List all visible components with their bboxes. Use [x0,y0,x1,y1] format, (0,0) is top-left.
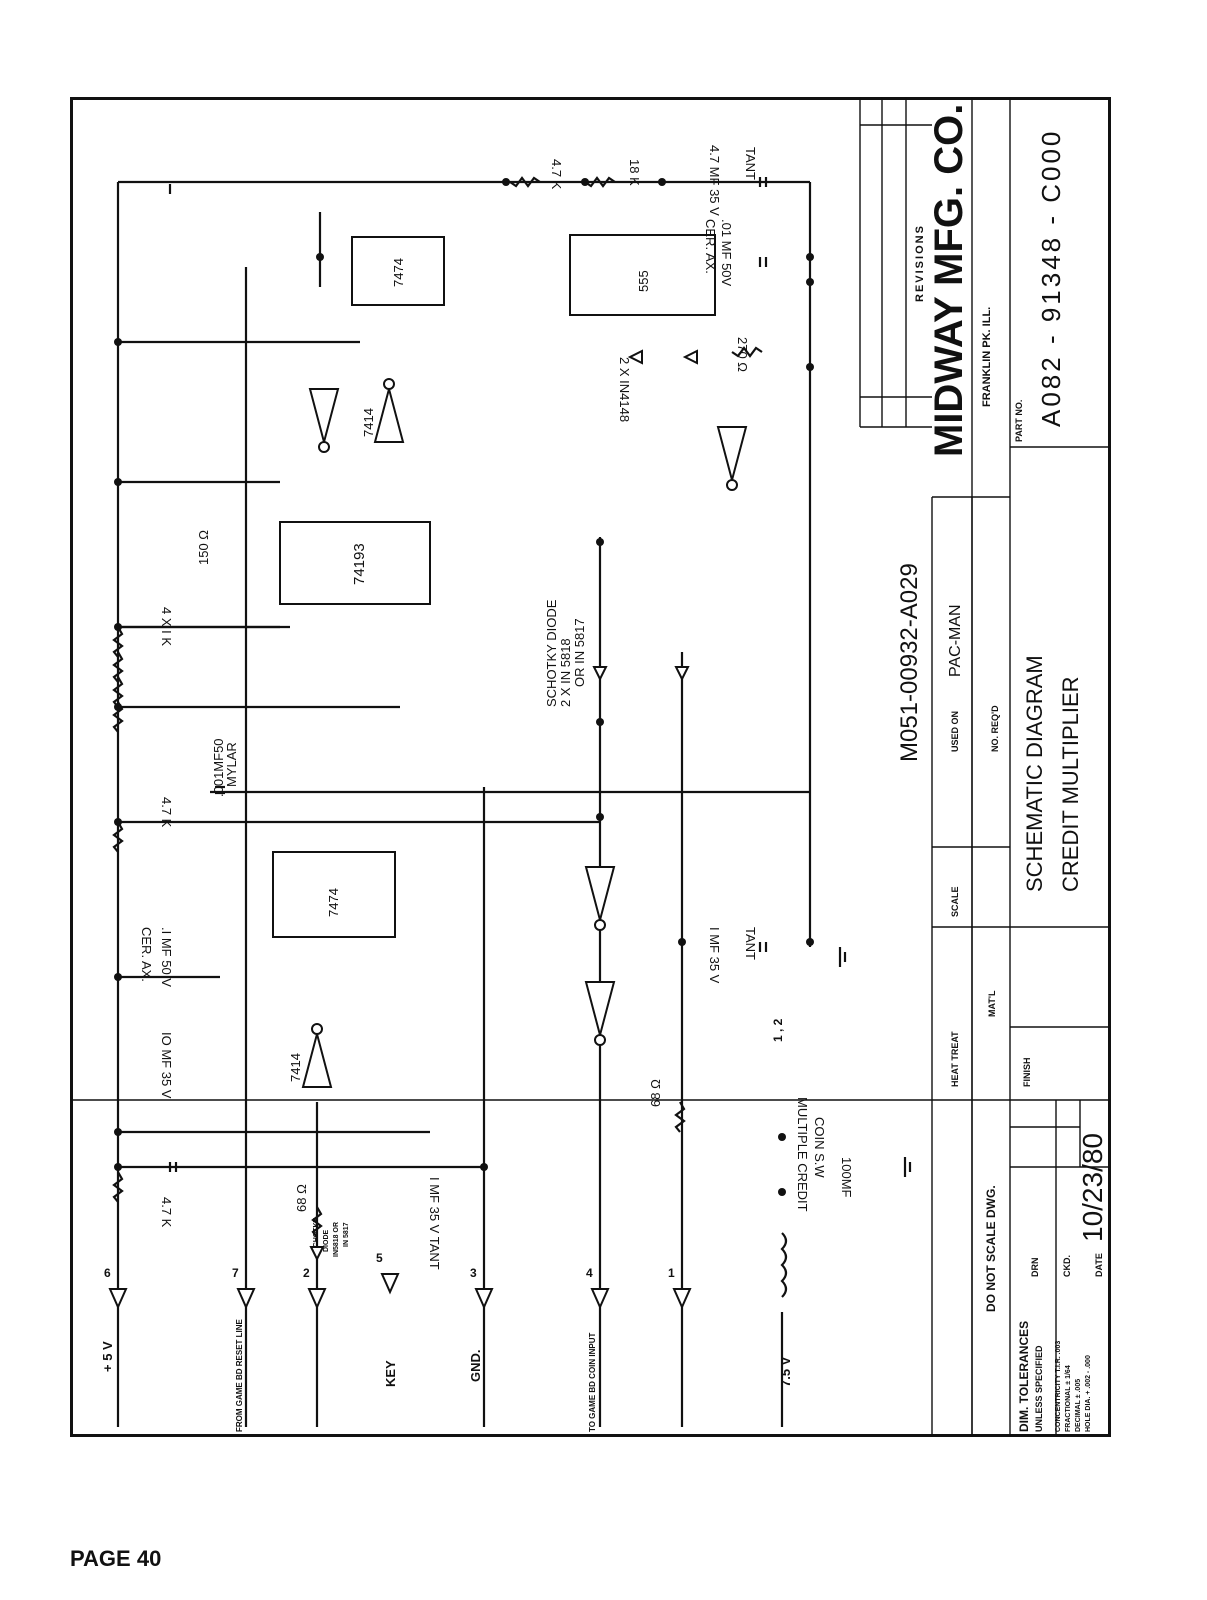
connector-label-reset: FROM GAME BD RESET LINE [235,1318,244,1432]
junction-dots [114,178,814,1196]
used-on-value: PAC-MAN [947,604,964,677]
svg-text:OR IN 5817: OR IN 5817 [572,618,587,687]
title-line-1: SCHEMATIC DIAGRAM [1022,655,1047,892]
svg-text:1 , 2: 1 , 2 [771,1018,785,1042]
svg-text:MYLAR: MYLAR [224,742,239,787]
svg-text:2 X IN4148: 2 X IN4148 [617,357,632,422]
tolerance-line-4: HOLE DIA. + .002 - .000 [1085,1355,1092,1432]
do-not-scale-label: DO NOT SCALE DWG. [984,1185,998,1312]
company-name: MIDWAY MFG. CO. [927,104,971,457]
finish-label: FINISH [1022,1057,1032,1087]
svg-text:68 Ω: 68 Ω [294,1184,309,1212]
connector-label-gnd: GND. [468,1350,483,1383]
inverter-label-1: 7414 [361,408,376,437]
connector-label-5v: + 5 V [100,1341,115,1372]
bus-wires [118,180,812,1169]
svg-text:TANT: TANT [743,147,758,180]
title-line-2: CREDIT MULTIPLIER [1058,676,1083,892]
drawing-border [70,97,1111,1437]
svg-text:4 X I K: 4 X I K [159,607,174,646]
used-on-label: USED ON [950,711,960,752]
inverters [301,378,748,1088]
svg-text:4.7 K: 4.7 K [159,1197,174,1228]
svg-text:SCHOTKY DIODE: SCHOTKY DIODE [544,599,559,707]
svg-text:.I MF 50 V: .I MF 50 V [159,927,174,987]
tolerance-title: DIM. TOLERANCES [1017,1321,1031,1432]
svg-text:DIODE: DIODE [323,1230,330,1253]
tolerance-subtitle: UNLESS SPECIFIED [1034,1345,1044,1432]
no-reqd-label: NO. REQ'D [990,705,1000,752]
svg-text:CER. AX.: CER. AX. [703,219,718,274]
svg-text:2 X IN 5818: 2 X IN 5818 [558,638,573,707]
schematic-sheet: REVISIONS MIDWAY MFG. CO. FRANKLIN PK. I… [70,97,1111,1437]
ic-555: 555 [569,234,716,316]
svg-text:555: 555 [636,270,651,292]
svg-text:4.7 K: 4.7 K [159,797,174,828]
svg-text:MULTIPLE CREDIT: MULTIPLE CREDIT [795,1097,810,1212]
revisions-label: REVISIONS [914,224,926,302]
connector-pin-4: 4 [586,1266,593,1280]
connector-pin-1: 1 [668,1266,675,1280]
ckd-label: CKD. [1062,1255,1072,1277]
tolerance-line-2: FRACTIONAL ± 1/64 [1065,1365,1072,1432]
connector-label-coin: TO GAME BD COIN INPUT [588,1332,597,1432]
svg-text:4.7 MF 35 V: 4.7 MF 35 V [707,145,722,216]
tolerance-line-3: DECIMAL ± .005 [1075,1379,1082,1432]
connector-pin-2: 2 [303,1266,310,1280]
input-rails [108,182,784,1427]
ic-74193: 74193 [279,521,431,605]
ic-7474-top: 7474 [351,236,445,306]
svg-text:.001MF50: .001MF50 [211,738,226,797]
svg-text:IN5818 OR: IN5818 OR [333,1222,340,1257]
drawing-number: M051-00932-A029 [896,563,923,762]
svg-text:270 Ω: 270 Ω [735,337,750,372]
connector-pin-7: 7 [232,1266,239,1280]
component-labels: 4.7 K 4.7 K 4.7 K 18 K 150 Ω 4 X I K 68 … [139,145,854,1270]
svg-text:I MF 35 V: I MF 35 V [707,927,722,984]
connector-label-7v5: 7.5 V [778,1356,793,1387]
svg-text:IN 5817: IN 5817 [343,1222,350,1247]
svg-text:CER. AX.: CER. AX. [139,927,154,982]
tolerance-line-1: CONCENTRICITY T.I.R. .003 [1055,1341,1062,1432]
svg-text:18 K: 18 K [627,159,642,186]
scale-label: SCALE [950,886,960,917]
component-symbols [112,176,912,1298]
connector-pin-6: 6 [104,1266,111,1280]
heat-treat-label: HEAT TREAT [950,1031,960,1087]
svg-text:I MF 35 V TANT: I MF 35 V TANT [427,1177,442,1270]
svg-text:COIN S.W: COIN S.W [812,1117,827,1178]
connector-label-key: KEY [383,1360,398,1387]
part-number: A082 - 91348 - C000 [1036,129,1066,427]
matl-label: MAT'L [987,990,997,1017]
date-label: DATE [1094,1253,1104,1277]
part-no-label: PART NO. [1014,400,1024,442]
svg-text:150 Ω: 150 Ω [196,530,211,565]
svg-text:TANT: TANT [743,927,758,960]
svg-text:68 Ω: 68 Ω [648,1079,663,1107]
title-block: REVISIONS MIDWAY MFG. CO. FRANKLIN PK. I… [70,97,1111,1437]
inverter-label-2: 7414 [288,1053,303,1082]
drn-label: DRN [1030,1258,1040,1278]
drawing-date: 10/23/80 [1077,1133,1108,1242]
company-location: FRANKLIN PK. ILL. [981,307,993,407]
connector-pin-5: 5 [376,1251,383,1265]
svg-text:100MF: 100MF [839,1157,854,1198]
svg-text:7474: 7474 [326,888,341,917]
svg-text:7474: 7474 [391,258,406,287]
svg-text:.01 MF 50V: .01 MF 50V [719,219,734,287]
svg-text:IO MF 35 V: IO MF 35 V [159,1032,174,1099]
connector-pin-3: 3 [470,1266,477,1280]
ic-7474-bottom: 7474 [272,851,396,938]
svg-text:74193: 74193 [351,543,368,585]
svg-text:4.7 K: 4.7 K [549,159,564,190]
page-label: PAGE 40 [70,1546,162,1571]
